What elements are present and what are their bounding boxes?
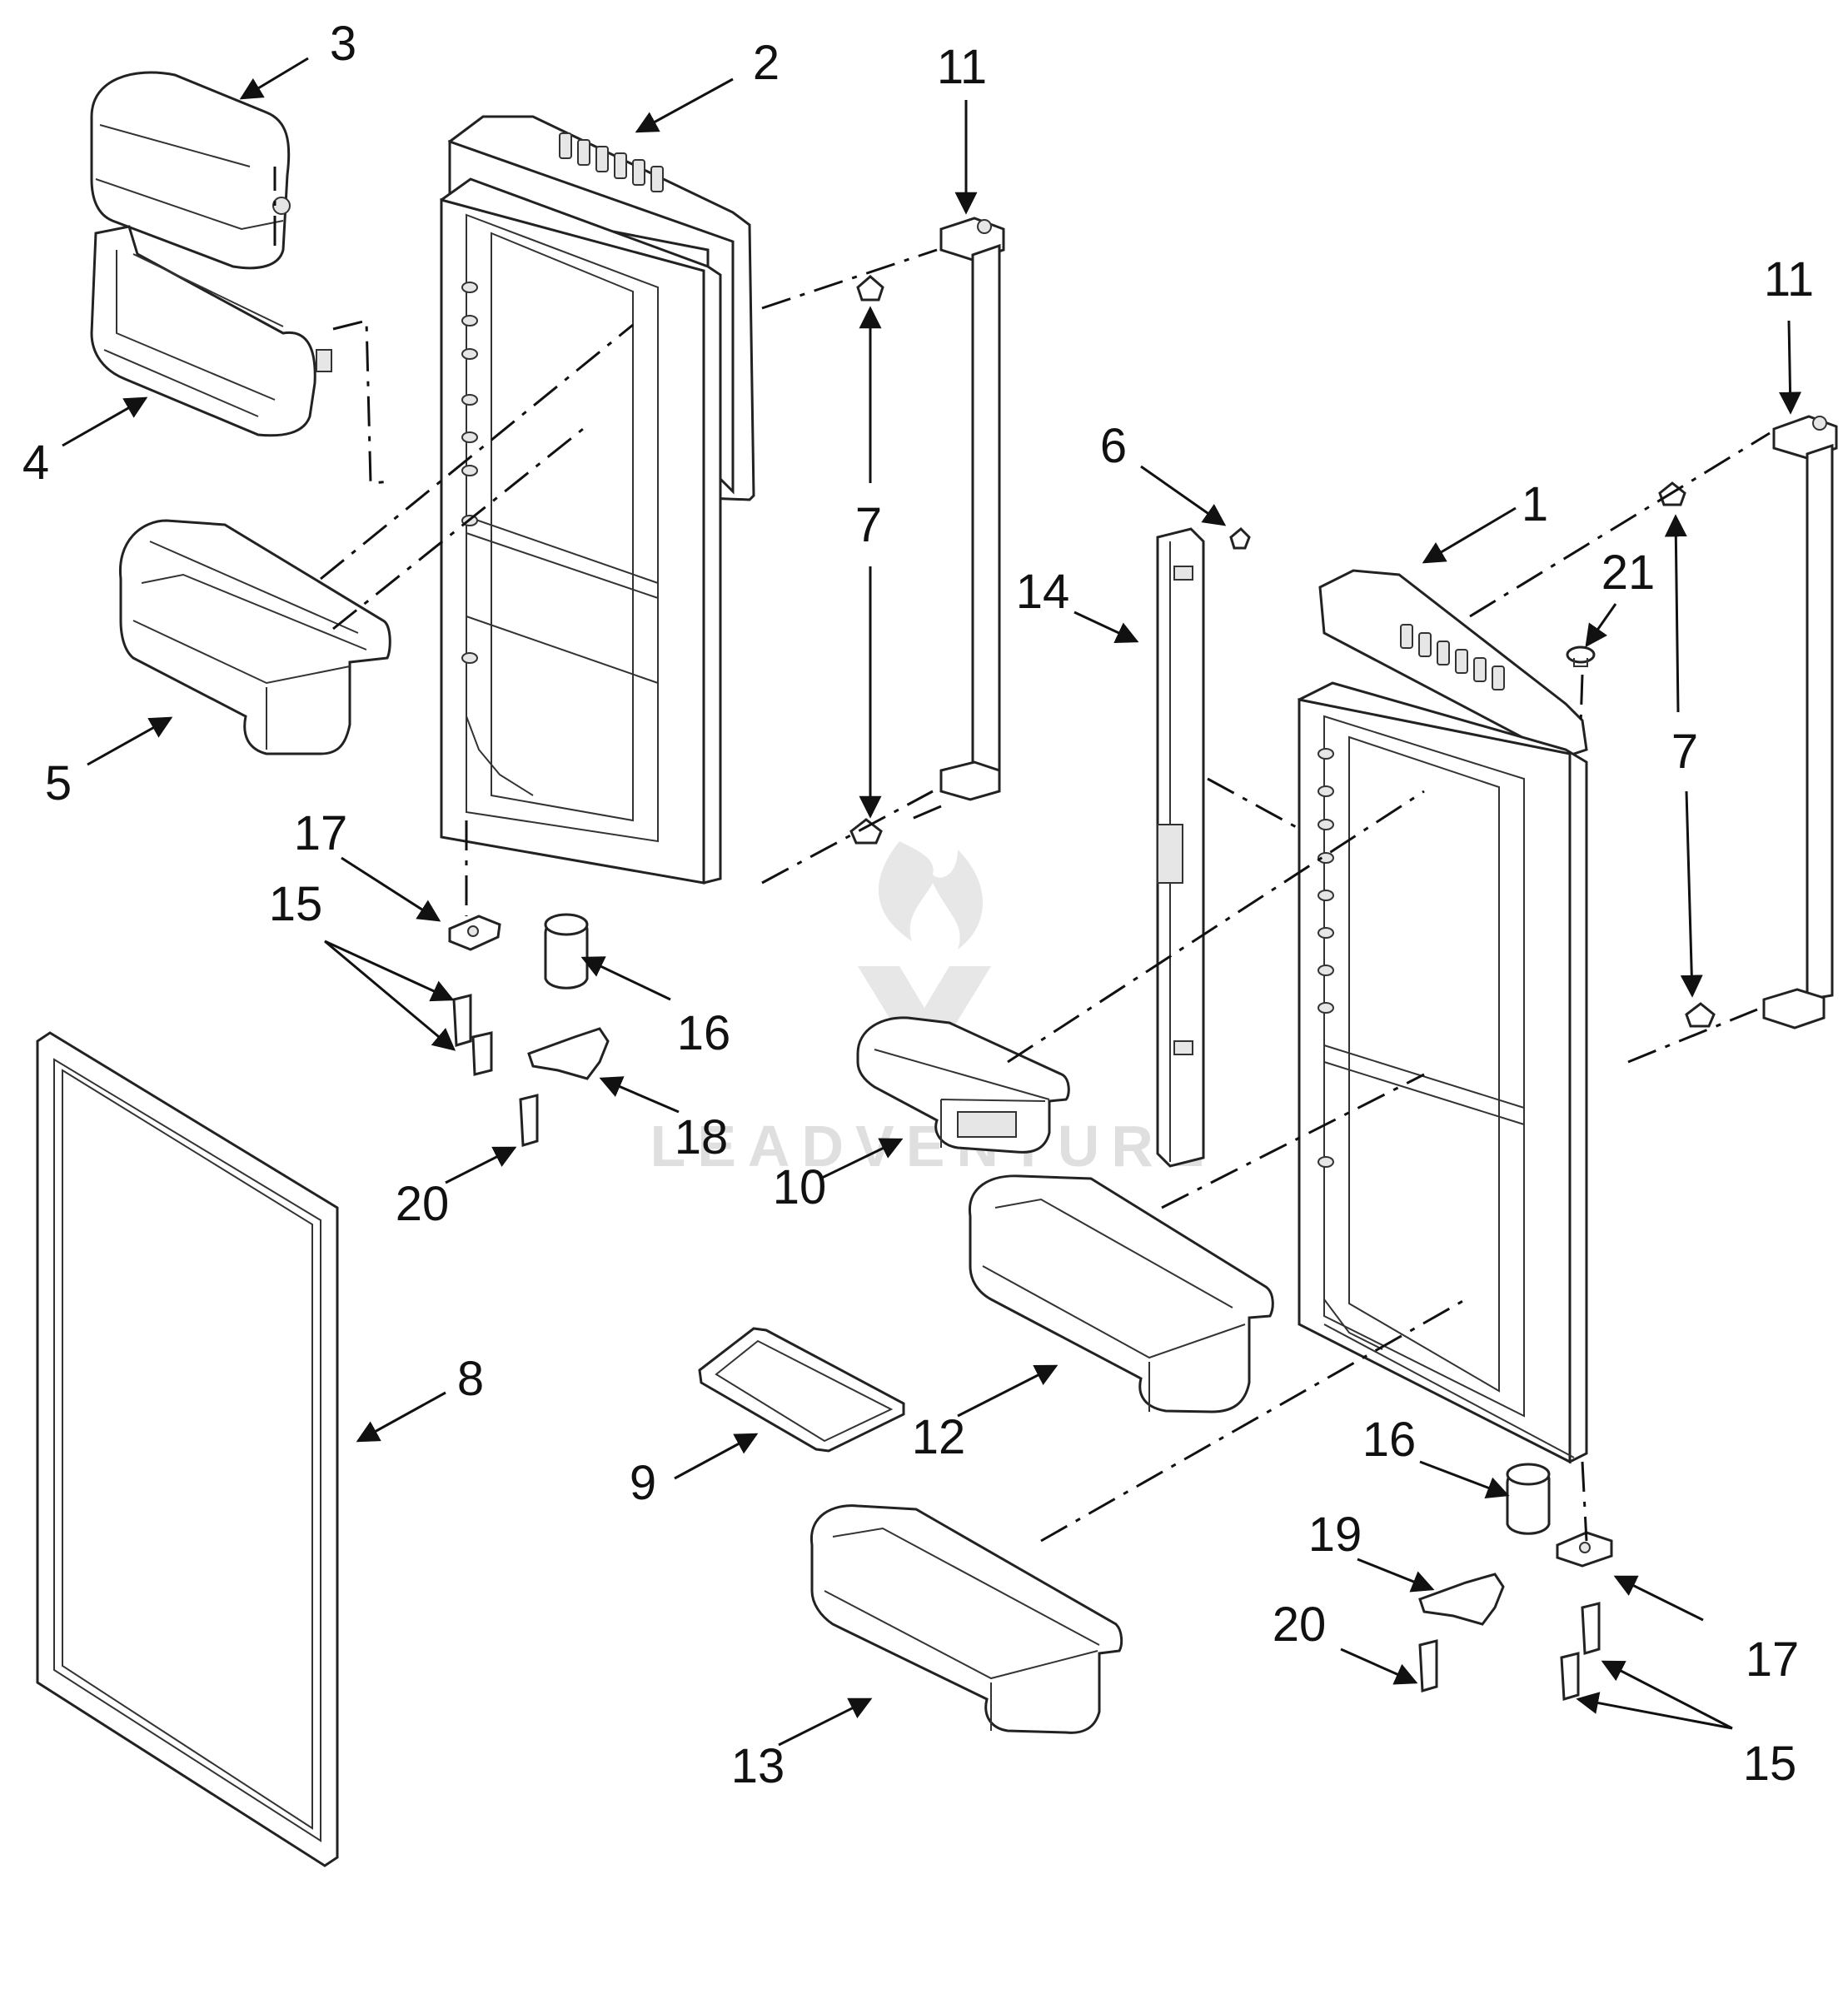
callout-13: 13 bbox=[731, 1739, 785, 1793]
callout-3: 3 bbox=[330, 17, 356, 71]
callout-4: 4 bbox=[22, 436, 49, 490]
right-screw-20 bbox=[1418, 1639, 1438, 1692]
callout-8: 8 bbox=[457, 1352, 484, 1406]
callout-15-left: 15 bbox=[269, 877, 323, 931]
dispenser-bin-part bbox=[90, 225, 332, 437]
upper-left-bin-part bbox=[118, 519, 391, 755]
callout-labels: 1 2 3 4 5 6 7 7 8 9 10 11 11 12 13 14 15… bbox=[22, 17, 1814, 1793]
right-closer-19 bbox=[1418, 1573, 1505, 1626]
assembly-lines bbox=[273, 167, 1771, 1543]
left-closer-cam-16 bbox=[544, 913, 589, 990]
callout-10: 10 bbox=[773, 1160, 827, 1214]
callout-20-right: 20 bbox=[1273, 1598, 1327, 1652]
callout-1: 1 bbox=[1522, 477, 1548, 531]
callout-9: 9 bbox=[630, 1456, 656, 1510]
mullion-part bbox=[1156, 526, 1251, 1168]
callout-6: 6 bbox=[1100, 419, 1127, 473]
small-bin-part bbox=[856, 1016, 1070, 1154]
left-door-part bbox=[440, 115, 755, 885]
large-bin-part bbox=[968, 1174, 1274, 1413]
callout-19: 19 bbox=[1308, 1508, 1362, 1562]
callout-21: 21 bbox=[1601, 546, 1656, 600]
left-door-shelf-pegs bbox=[461, 282, 478, 664]
callout-7-left: 7 bbox=[855, 498, 882, 552]
watermark: LEADVENTURE bbox=[650, 841, 1215, 1179]
callout-7-right: 7 bbox=[1671, 725, 1698, 779]
callout-12: 12 bbox=[912, 1410, 966, 1464]
left-hinge-bracket-part bbox=[448, 915, 501, 951]
callout-18: 18 bbox=[675, 1110, 729, 1164]
callout-14: 14 bbox=[1016, 565, 1070, 619]
callout-15-right: 15 bbox=[1743, 1737, 1797, 1791]
callout-2: 2 bbox=[753, 36, 780, 90]
left-door-dispenser-slots bbox=[559, 132, 664, 192]
right-screws-15 bbox=[1560, 1602, 1601, 1701]
callout-16-right: 16 bbox=[1362, 1413, 1417, 1467]
bin-cover-part bbox=[698, 1327, 905, 1453]
right-handle-part bbox=[1762, 415, 1838, 1029]
left-plugs bbox=[849, 275, 884, 845]
right-door-part bbox=[1298, 569, 1588, 1464]
left-screws-15 bbox=[452, 994, 493, 1076]
leader-arrows bbox=[62, 57, 1802, 1747]
left-screw-20 bbox=[519, 1094, 539, 1147]
callout-17-left: 17 bbox=[294, 806, 348, 860]
left-handle-part bbox=[939, 217, 1005, 801]
right-hinge-bracket-part bbox=[1556, 1531, 1613, 1568]
callout-11-right: 11 bbox=[1764, 252, 1814, 307]
watermark-text: LEADVENTURE bbox=[650, 1114, 1215, 1179]
bottom-bin-part bbox=[810, 1504, 1123, 1734]
right-door-dispenser-slots bbox=[1400, 624, 1505, 690]
callout-5: 5 bbox=[45, 756, 72, 810]
plug-21-part bbox=[1566, 646, 1596, 667]
dispenser-cover-part bbox=[90, 71, 291, 270]
right-door-shelf-pegs bbox=[1318, 748, 1334, 1168]
gasket-part bbox=[36, 1031, 339, 1867]
callout-17-right: 17 bbox=[1746, 1633, 1800, 1687]
right-closer-cam-16 bbox=[1506, 1463, 1551, 1535]
callout-20-left: 20 bbox=[396, 1177, 450, 1231]
left-closer-18 bbox=[527, 1027, 610, 1080]
callout-16-left: 16 bbox=[677, 1006, 731, 1060]
callout-11-left: 11 bbox=[937, 40, 987, 94]
